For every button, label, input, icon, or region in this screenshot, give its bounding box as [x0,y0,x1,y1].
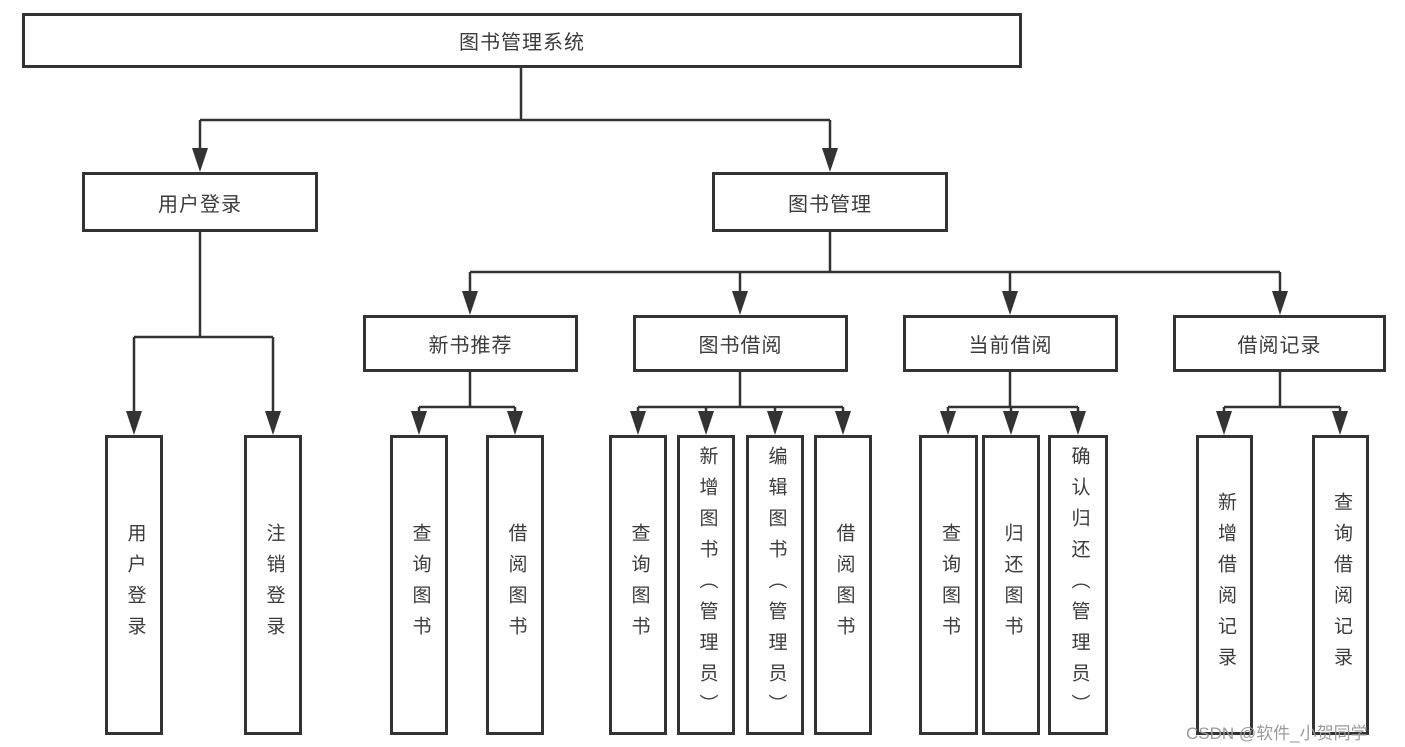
leaf-return-book-label: 归还图书 [1001,523,1023,647]
leaf-borrow-book-recommend-label: 借阅图书 [505,523,527,647]
leaf-query-book-recommend: 查询图书 [390,435,448,735]
node-book-borrow: 图书借阅 [633,315,848,372]
node-current-borrow: 当前借阅 [903,315,1118,372]
leaf-add-borrow-record: 新增借阅记录 [1196,435,1253,735]
leaf-query-book-borrow: 查询图书 [609,435,667,735]
node-user-login-label: 用户登录 [158,193,242,216]
leaf-add-book-admin-label: 新增图书（管理员） [696,445,718,725]
leaf-borrow-book-label: 借阅图书 [833,523,855,647]
leaf-query-borrow-record: 查询借阅记录 [1312,435,1369,735]
watermark: CSDN @软件_小贺同学 [1186,724,1368,743]
leaf-add-borrow-record-label: 新增借阅记录 [1214,492,1236,678]
node-new-book-recommend-label: 新书推荐 [428,335,513,357]
leaf-query-book-borrow-label: 查询图书 [628,523,650,647]
node-new-book-recommend: 新书推荐 [363,315,578,372]
leaf-query-book-current-label: 查询图书 [938,523,960,647]
leaf-edit-book-admin-label: 编辑图书（管理员） [765,445,787,725]
node-borrow-records-label: 借阅记录 [1237,335,1322,357]
leaf-edit-book-admin: 编辑图书（管理员） [746,435,804,735]
leaf-logout-label: 注销登录 [263,523,285,647]
leaf-confirm-return-admin: 确认归还（管理员） [1048,435,1108,735]
leaf-user-login-label: 用户登录 [124,523,146,647]
leaf-query-book-recommend-label: 查询图书 [409,523,431,647]
node-book-borrow-label: 图书借阅 [698,335,783,357]
root-node-label: 图书管理系统 [459,32,585,54]
node-book-management-label: 图书管理 [788,193,872,216]
leaf-borrow-book: 借阅图书 [814,435,872,735]
leaf-borrow-book-recommend: 借阅图书 [486,435,544,735]
node-current-borrow-label: 当前借阅 [968,335,1053,357]
node-borrow-records: 借阅记录 [1173,315,1386,372]
leaf-add-book-admin: 新增图书（管理员） [677,435,735,735]
leaf-confirm-return-admin-label: 确认归还（管理员） [1068,445,1090,725]
leaf-logout: 注销登录 [244,435,302,735]
leaf-user-login: 用户登录 [105,435,163,735]
leaf-query-borrow-record-label: 查询借阅记录 [1330,492,1352,678]
root-node: 图书管理系统 [22,13,1022,68]
node-user-login: 用户登录 [82,172,318,232]
leaf-query-book-current: 查询图书 [919,435,978,735]
node-book-management: 图书管理 [712,172,948,232]
leaf-return-book: 归还图书 [982,435,1040,735]
